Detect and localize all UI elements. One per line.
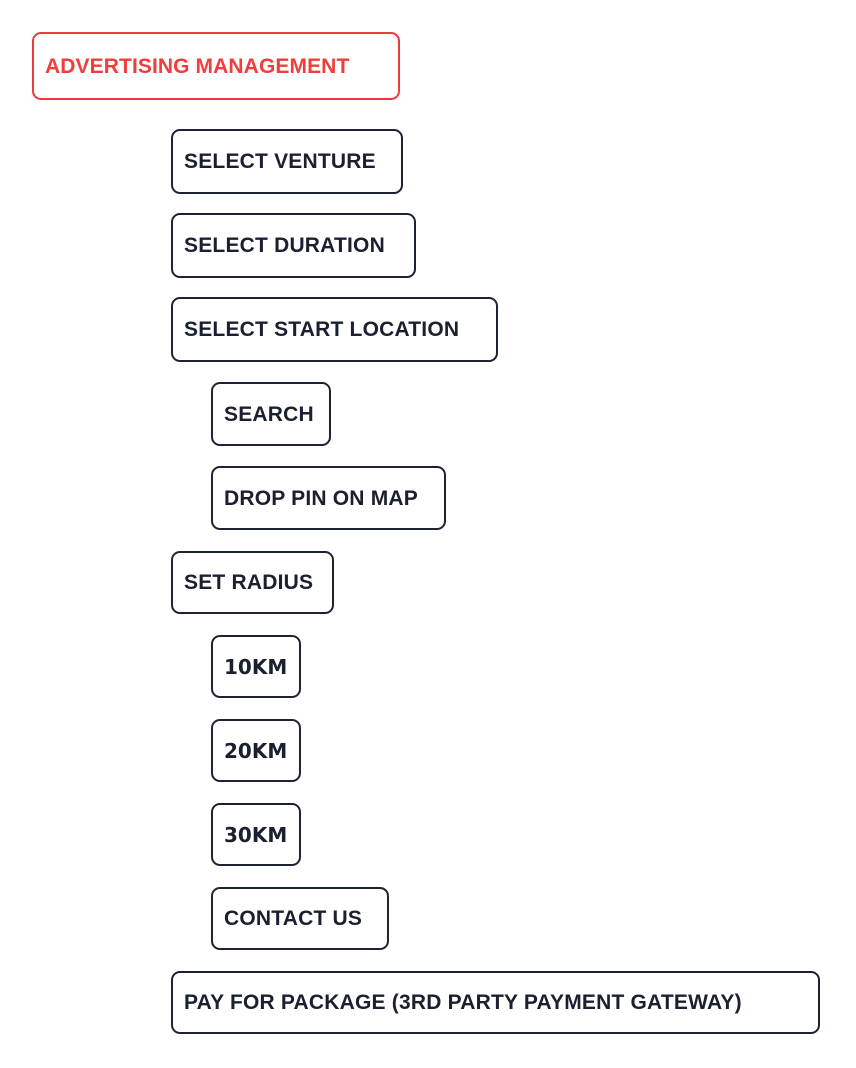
node-label-select-start-location: SELECT START LOCATION (184, 318, 460, 341)
node-radius-20km[interactable]: 20KM (211, 719, 301, 782)
node-label-drop-pin-on-map: DROP PIN ON MAP (224, 486, 418, 510)
node-label-select-venture: SELECT VENTURE (184, 150, 376, 173)
node-drop-pin-on-map[interactable]: DROP PIN ON MAP (211, 466, 446, 530)
node-set-radius[interactable]: SET RADIUS (171, 551, 334, 614)
node-label-pay-for-package: PAY FOR PACKAGE (3RD PARTY PAYMENT GATEW… (184, 991, 742, 1014)
node-label-search: SEARCH (224, 402, 314, 426)
diagram-title-label: ADVERTISING MANAGEMENT (45, 54, 350, 78)
diagram-title-node: ADVERTISING MANAGEMENT (32, 32, 400, 100)
node-label-radius-30km: 30KM (224, 822, 288, 847)
node-radius-30km[interactable]: 30KM (211, 803, 301, 866)
node-label-set-radius: SET RADIUS (184, 571, 314, 594)
node-search[interactable]: SEARCH (211, 382, 331, 446)
node-label-radius-20km: 20KM (224, 738, 288, 763)
node-radius-10km[interactable]: 10KM (211, 635, 301, 698)
node-label-contact-us: CONTACT US (224, 907, 363, 930)
node-label-select-duration: SELECT DURATION (184, 234, 385, 257)
node-pay-for-package[interactable]: PAY FOR PACKAGE (3RD PARTY PAYMENT GATEW… (171, 971, 820, 1034)
node-label-radius-10km: 10KM (224, 654, 288, 679)
node-select-start-location[interactable]: SELECT START LOCATION (171, 297, 498, 362)
node-select-venture[interactable]: SELECT VENTURE (171, 129, 403, 194)
node-contact-us[interactable]: CONTACT US (211, 887, 389, 950)
node-select-duration[interactable]: SELECT DURATION (171, 213, 416, 278)
